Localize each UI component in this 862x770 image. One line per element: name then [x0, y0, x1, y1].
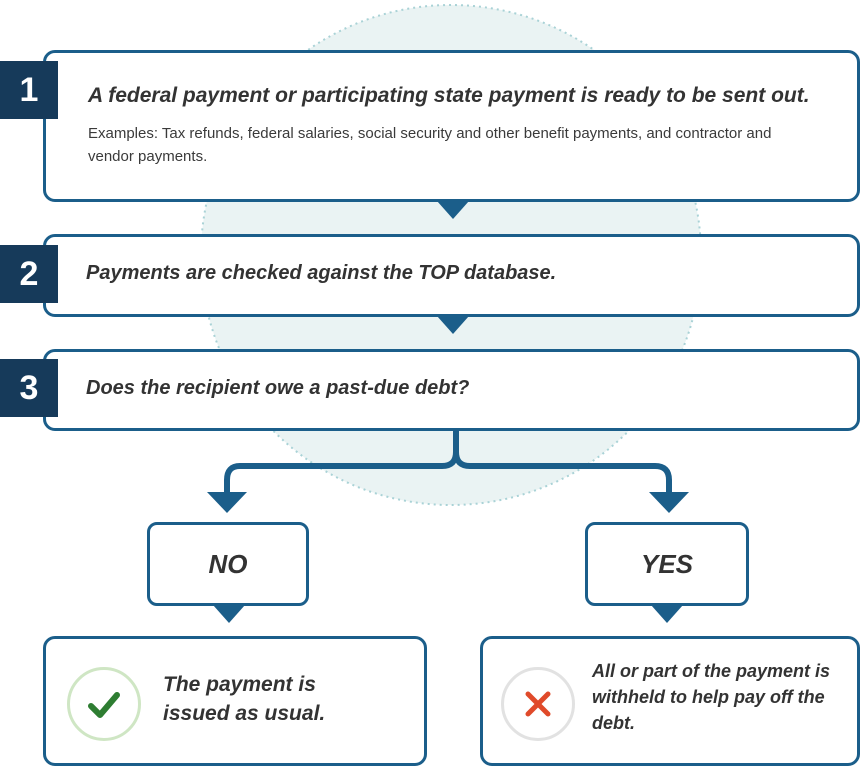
no-pointer	[213, 605, 245, 623]
branch-yes-arrowhead	[649, 492, 689, 513]
branch-no-arrowhead	[207, 492, 247, 513]
checkmark-icon	[88, 692, 120, 718]
step-2-number: 2	[0, 245, 58, 303]
branch-connector	[224, 430, 672, 494]
answer-yes-box: YES	[585, 522, 749, 606]
result-no-text: The payment is issued as usual.	[163, 673, 326, 725]
x-mark-icon	[525, 691, 551, 717]
step-2-box	[43, 234, 860, 317]
step-1-number: 1	[0, 61, 58, 119]
result-yes-text: All or part of the payment is withheld t…	[592, 661, 831, 733]
checkmark-circle	[67, 667, 141, 741]
step-1-box	[43, 50, 860, 202]
yes-pointer	[651, 605, 683, 623]
step-3-number: 3	[0, 359, 58, 417]
answer-no-box: NO	[147, 522, 309, 606]
step-1-examples: Examples: Tax refunds, federal salaries,…	[88, 125, 772, 165]
step2-pointer	[437, 316, 469, 334]
step-1-text: A federal payment or participating state…	[88, 84, 810, 107]
step-3-text: Does the recipient owe a past-due debt?	[86, 377, 470, 399]
step1-pointer	[437, 201, 469, 219]
step-2-text: Payments are checked against the TOP dat…	[86, 262, 557, 284]
x-mark-circle	[501, 667, 575, 741]
step-3-box	[43, 349, 860, 431]
